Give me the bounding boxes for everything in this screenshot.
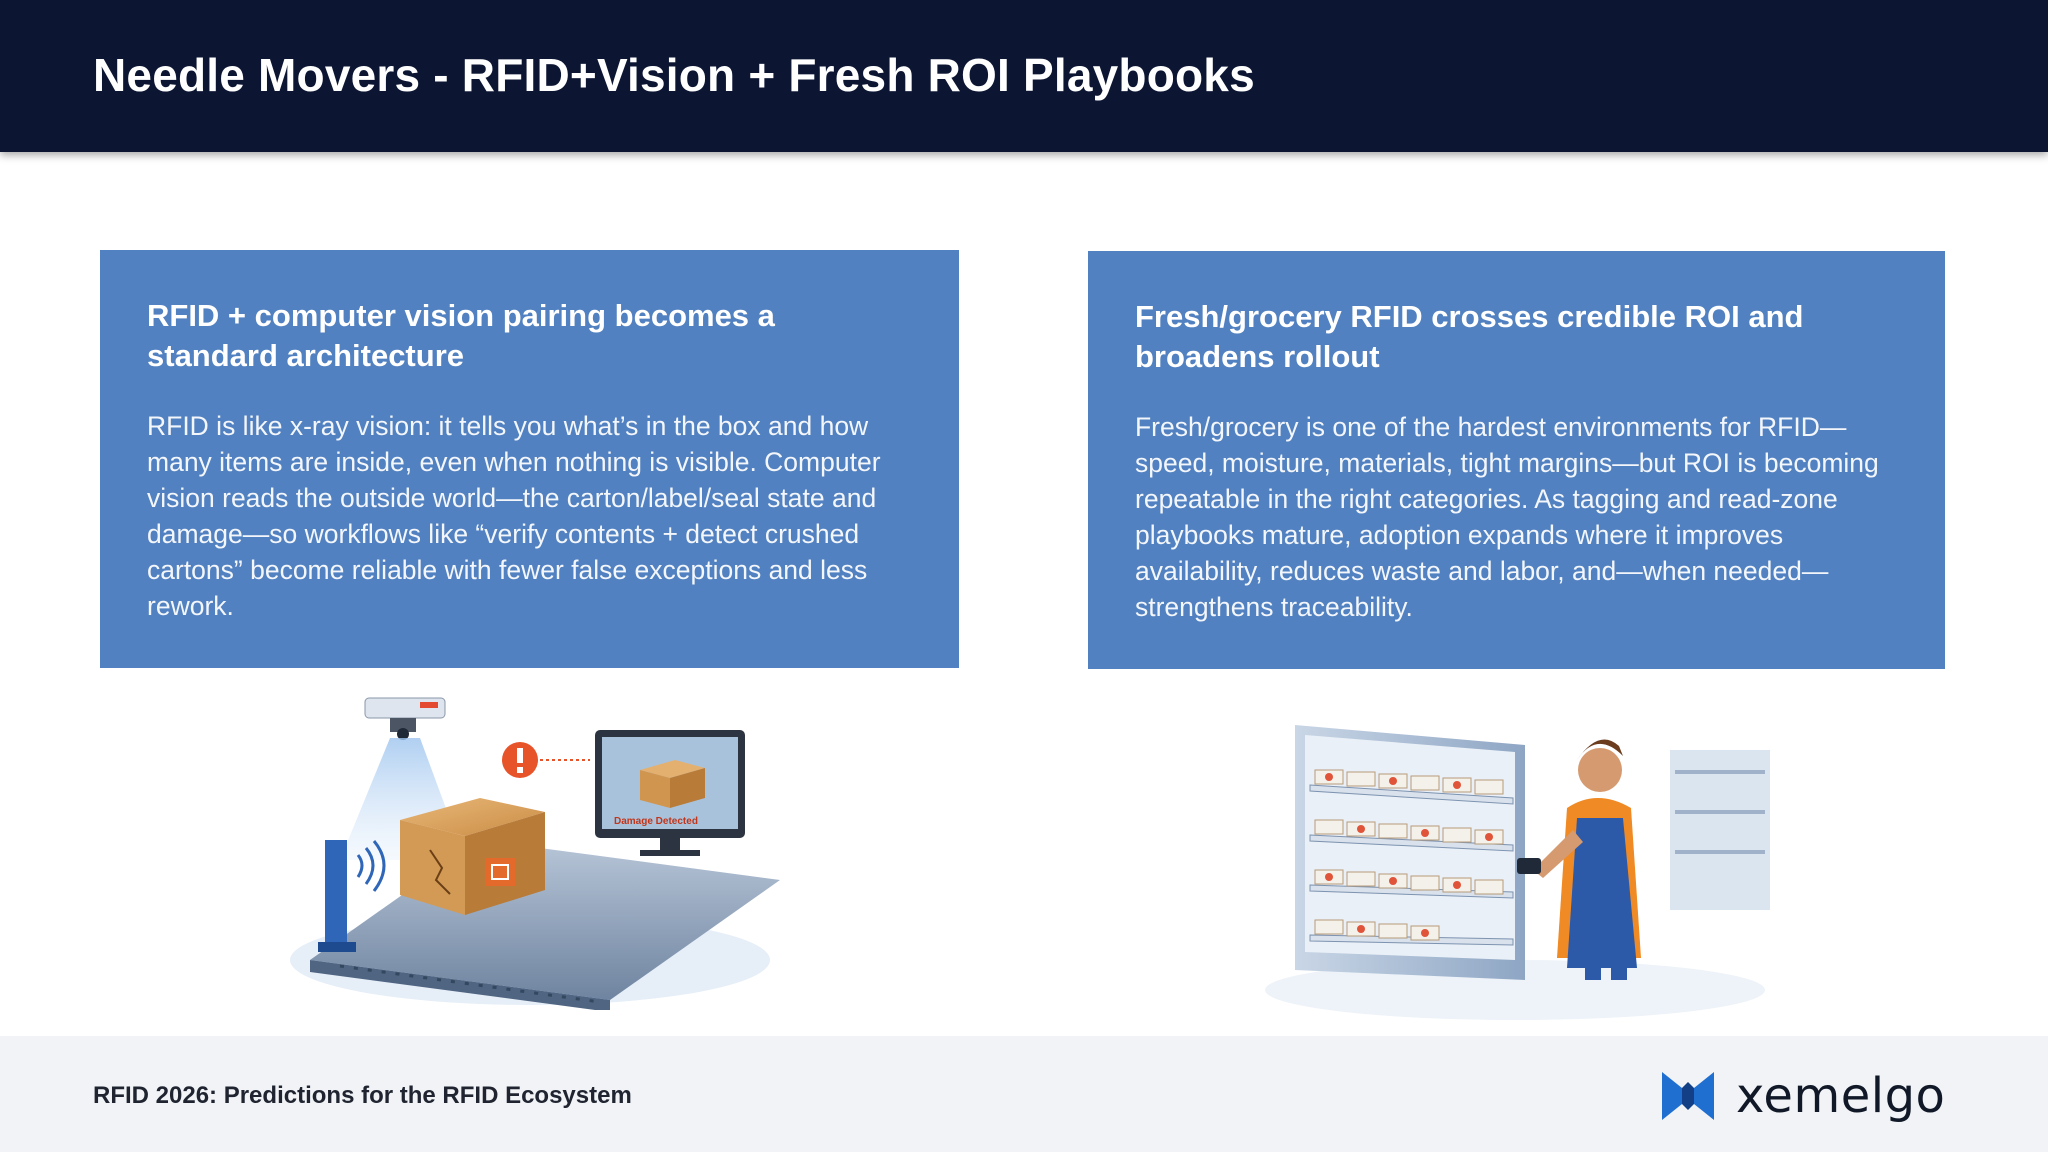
card-rfid-vision: RFID + computer vision pairing becomes a… <box>100 250 959 668</box>
card-title: Fresh/grocery RFID crosses credible ROI … <box>1135 299 1804 374</box>
card-fresh-grocery: Fresh/grocery RFID crosses credible ROI … <box>1088 251 1945 669</box>
alert-icon <box>502 742 590 778</box>
handheld-scanner-icon <box>1517 858 1541 874</box>
grocery-shelf-worker-illustration <box>1265 725 1770 1020</box>
header-bar: Needle Movers - RFID+Vision + Fresh ROI … <box>0 0 2048 152</box>
xemelgo-logo-icon <box>1662 1072 1714 1120</box>
brand-name: xemelgo <box>1736 1068 1946 1124</box>
damaged-box-icon <box>400 798 545 915</box>
worker-icon <box>1517 739 1641 980</box>
page-title: Needle Movers - RFID+Vision + Fresh ROI … <box>93 49 1255 101</box>
monitor-icon: Damage Detected <box>595 730 745 856</box>
brand-logo: xemelgo <box>1660 1066 1945 1126</box>
card-body: RFID is like x-ray vision: it tells you … <box>147 411 881 621</box>
footer: RFID 2026: Predictions for the RFID Ecos… <box>0 1036 2048 1152</box>
conveyor-camera-damage-illustration: Damage Detected <box>290 697 780 1010</box>
rfid-reader-icon <box>318 840 386 952</box>
refrigerated-case-icon <box>1295 725 1525 980</box>
camera-icon <box>364 697 446 740</box>
card-body: Fresh/grocery is one of the hardest envi… <box>1135 412 1879 622</box>
damage-detected-label: Damage Detected <box>614 816 698 827</box>
footer-title: RFID 2026: Predictions for the RFID Ecos… <box>93 1082 632 1109</box>
card-title: RFID + computer vision pairing becomes a… <box>147 298 775 373</box>
